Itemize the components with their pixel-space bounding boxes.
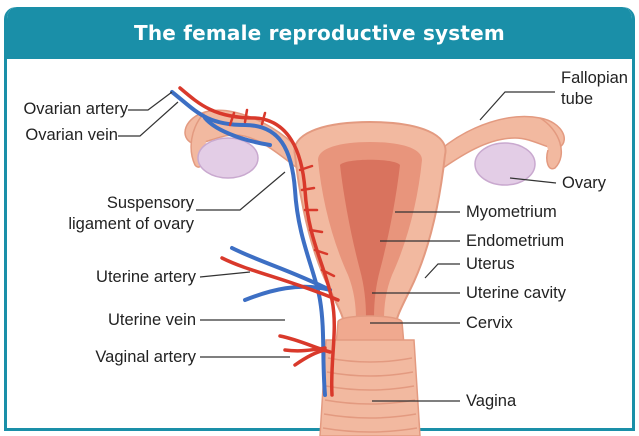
label-endometrium: Endometrium bbox=[466, 231, 564, 251]
label-uterine-vein: Uterine vein bbox=[0, 310, 196, 330]
label-uterine-cavity: Uterine cavity bbox=[466, 283, 566, 303]
label-suspensory-line1: Suspensory bbox=[0, 193, 194, 213]
right-ovary bbox=[475, 143, 535, 185]
label-ovary: Ovary bbox=[562, 173, 606, 193]
label-fallopian-line1: Fallopian bbox=[561, 68, 628, 88]
left-ovary bbox=[198, 138, 258, 178]
label-vagina: Vagina bbox=[466, 391, 516, 411]
label-ovarian-artery: Ovarian artery bbox=[0, 99, 128, 119]
label-ovarian-vein: Ovarian vein bbox=[0, 125, 118, 145]
label-suspensory-line2: ligament of ovary bbox=[0, 214, 194, 234]
label-myometrium: Myometrium bbox=[466, 202, 557, 222]
label-fallopian-line2: tube bbox=[561, 89, 593, 109]
label-uterine-artery: Uterine artery bbox=[0, 267, 196, 287]
label-vaginal-artery: Vaginal artery bbox=[0, 347, 196, 367]
label-uterus: Uterus bbox=[466, 254, 515, 274]
label-cervix: Cervix bbox=[466, 313, 513, 333]
